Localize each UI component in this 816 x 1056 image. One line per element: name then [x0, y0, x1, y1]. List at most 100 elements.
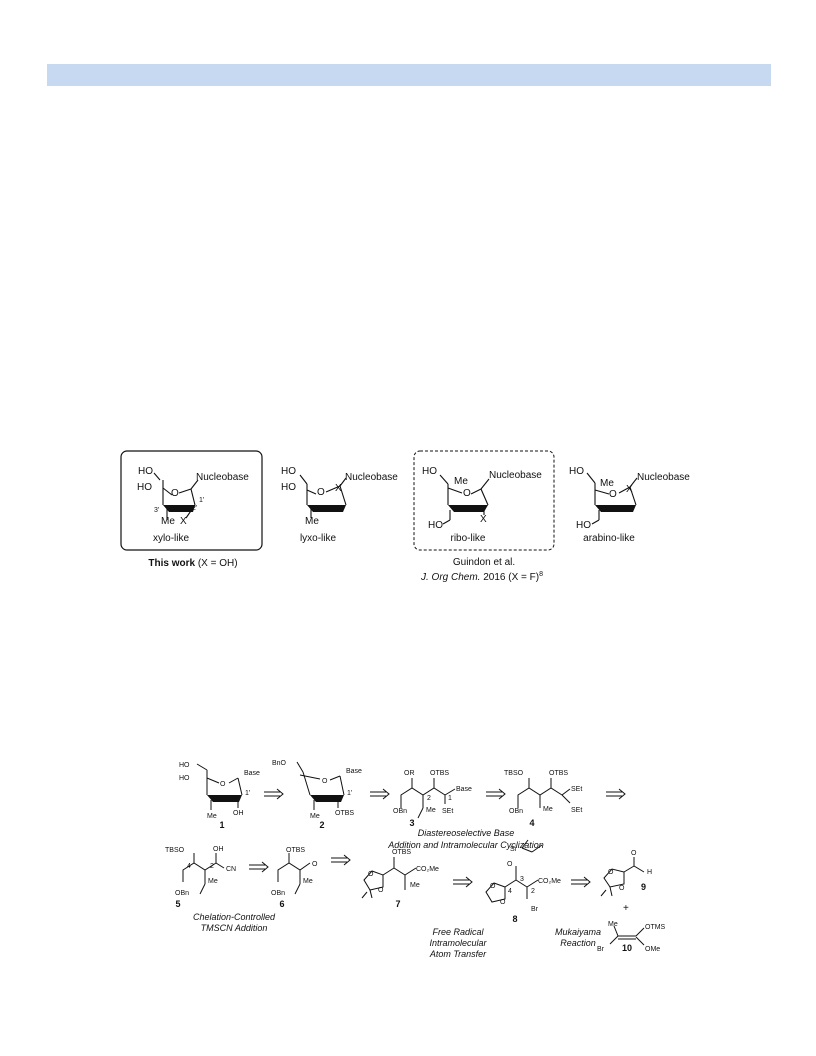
xylo-like-structure — [153, 472, 199, 520]
arabino-nucleobase: Nucleobase — [637, 472, 690, 483]
cpd3-base: Base — [456, 786, 472, 793]
lyxo-ho-top: HO — [281, 466, 296, 477]
cpd3-pos1: 1 — [448, 795, 452, 802]
cpd8-pos4: 4 — [508, 888, 512, 895]
cpd6-obn: OBn — [271, 890, 285, 897]
compound-9-structure — [600, 857, 645, 897]
caption-10-line1: Mukaiyama — [555, 927, 601, 937]
cpd7-co2me: CO₂Me — [416, 866, 439, 873]
ribo-like-structure — [439, 474, 490, 525]
cpd7-o1: O — [368, 871, 374, 878]
cpd8-o1: O — [490, 883, 496, 890]
cpd7-number: 7 — [395, 899, 400, 909]
cpd8-br: Br — [531, 906, 539, 913]
compound-2-structure — [296, 761, 345, 810]
compound-7-structure — [361, 857, 417, 899]
xylo-x: X — [180, 516, 187, 527]
cpd1-number: 1 — [219, 820, 224, 830]
caption-8-line1: Free Radical — [432, 927, 484, 937]
section-header-bar — [47, 64, 771, 86]
xylo-pos3: 3' — [154, 507, 159, 514]
cpd8-si: Si — [510, 846, 517, 853]
cpd8-pos2: 2 — [531, 888, 535, 895]
xylo-ho-top: HO — [138, 466, 153, 477]
lyxo-nucleobase: Nucleobase — [345, 472, 398, 483]
cpd4-number: 4 — [529, 818, 534, 828]
cpd8-number: 8 — [512, 914, 517, 924]
xylo-nucleobase: Nucleobase — [196, 472, 249, 483]
cpd2-o: O — [322, 778, 328, 785]
cpd1-base: Base — [244, 770, 260, 777]
cpd3-set: SEt — [442, 808, 453, 815]
ribo-like-box — [413, 450, 555, 551]
compound-3-structure — [400, 778, 456, 819]
cpd3-me: Me — [426, 807, 436, 814]
this-work-rest: (X = OH) — [195, 558, 238, 569]
cpd2-pos2: 2' — [331, 796, 336, 803]
ribo-nucleobase: Nucleobase — [489, 470, 542, 481]
ribo-ho-bottom: HO — [428, 520, 443, 531]
citation-line: J. Org Chem. 2016 (X = F)8 — [420, 571, 543, 583]
cpd2-base: Base — [346, 768, 362, 775]
citation-journal: J. Org Chem. — [420, 572, 480, 583]
arabino-label: arabino-like — [583, 533, 635, 544]
cpd8-pos3: 3 — [520, 876, 524, 883]
cpd10-ome: OMe — [645, 946, 660, 953]
cpd9-number: 9 — [641, 882, 646, 892]
arabino-like-structure — [586, 472, 638, 525]
xylo-like-box — [120, 450, 263, 551]
lyxo-x: X — [335, 483, 342, 494]
cpd3-or: OR — [404, 770, 415, 777]
cpd2-number: 2 — [319, 820, 324, 830]
cpd1-pos2: 2' — [232, 796, 237, 803]
plus-sign: + — [623, 903, 629, 914]
cpd2-bno: BnO — [272, 760, 287, 767]
retro-arrow-7 — [453, 876, 473, 888]
caption-10-line2: Reaction — [560, 938, 596, 948]
ribo-ho-top: HO — [422, 466, 437, 477]
cpd6-otbs: OTBS — [286, 847, 305, 854]
retro-arrow-8 — [571, 876, 591, 888]
cpd8-o: O — [507, 861, 513, 868]
cpd3-obn: OBn — [393, 808, 407, 815]
lyxo-like-structure — [299, 474, 347, 518]
cpd10-otms: OTMS — [645, 924, 666, 931]
this-work-bold: This work — [148, 558, 195, 569]
arabino-me: Me — [600, 478, 614, 489]
cpd2-me: Me — [310, 813, 320, 820]
cpd1-o: O — [220, 781, 226, 788]
lyxo-ring-o: O — [317, 487, 325, 498]
compound-6-structure — [277, 853, 311, 895]
cpd3-pos2: 2 — [427, 795, 431, 802]
cpd8-co2me: CO₂Me — [538, 878, 561, 885]
xylo-me: Me — [161, 516, 175, 527]
cpd4-me: Me — [543, 806, 553, 813]
xylo-ho-mid: HO — [137, 482, 152, 493]
cpd2-otbs: OTBS — [335, 810, 354, 817]
lyxo-ho-mid: HO — [281, 482, 296, 493]
retro-arrow-5 — [249, 861, 269, 873]
cpd6-o: O — [312, 861, 318, 868]
compound-4-structure — [517, 778, 571, 808]
retro-arrow-6 — [331, 854, 351, 866]
citation-rest: 2016 (X = F) — [480, 572, 539, 583]
ribo-ring-o: O — [463, 488, 471, 499]
cpd6-me: Me — [303, 878, 313, 885]
retro-arrow-3 — [486, 788, 506, 800]
guindon-line: Guindon et al. — [453, 557, 515, 568]
cpd5-number: 5 — [175, 899, 180, 909]
cpd7-me: Me — [410, 882, 420, 889]
caption-5-line1: Chelation-Controlled — [193, 912, 276, 922]
cpd4-obn: OBn — [509, 808, 523, 815]
cpd4-tbso: TBSO — [504, 770, 524, 777]
lyxo-me: Me — [305, 516, 319, 527]
cpd3-otbs: OTBS — [430, 770, 449, 777]
compound-5-structure — [182, 853, 225, 895]
citation-ref: 8 — [539, 571, 543, 578]
caption-5-line2: TMSCN Addition — [201, 923, 268, 933]
cpd9-o1: O — [608, 869, 614, 876]
cpd5-cn: CN — [226, 866, 236, 873]
xylo-label: xylo-like — [153, 533, 190, 544]
cpd10-br: Br — [597, 946, 605, 953]
this-work-caption: This work (X = OH) — [148, 558, 237, 569]
